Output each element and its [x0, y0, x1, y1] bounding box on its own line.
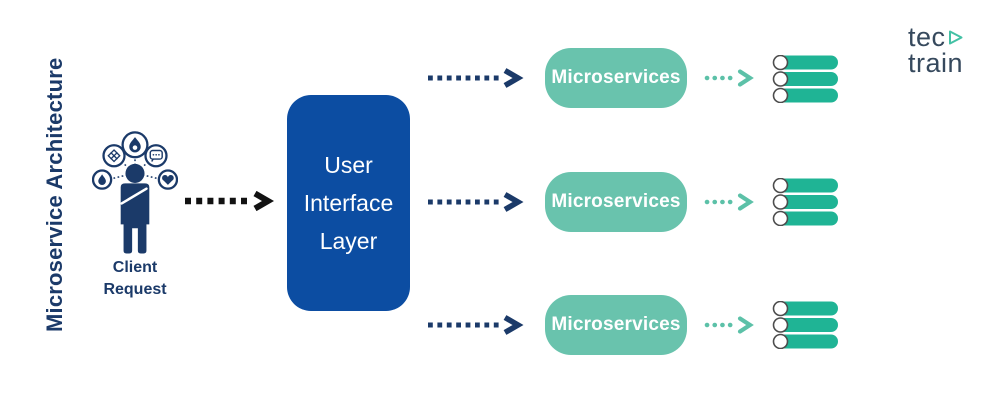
client-request-line1: Client [112, 259, 158, 276]
thinking-person-icon [92, 131, 178, 254]
ms-to-output-arrow-middle [704, 193, 754, 211]
list-bars-icon-top [772, 55, 838, 103]
microservices-label: Microservices [551, 314, 681, 335]
logo-line1: tec [908, 22, 946, 52]
client-to-ui-arrow [185, 190, 275, 212]
ui-to-ms-arrow-top [428, 68, 524, 88]
ui-to-ms-arrow-bottom [428, 315, 524, 335]
microservices-label: Microservices [551, 191, 681, 212]
client-request-label: Client Request [75, 257, 195, 301]
ui-layer-line1: User [324, 152, 373, 178]
ui-layer-line2: Interface [303, 190, 394, 216]
tectrain-logo: tec train [908, 22, 964, 78]
microservices-box-middle: Microservices [545, 172, 687, 232]
microservices-box-top: Microservices [545, 48, 687, 108]
list-bars-icon-bottom [772, 301, 838, 349]
list-bars-icon-middle [772, 178, 838, 226]
microservices-box-bottom: Microservices [545, 295, 687, 355]
logo-line2: train [908, 48, 964, 78]
user-interface-layer-box: User Interface Layer [287, 95, 410, 311]
diagram-title: Microservice Architecture [42, 57, 67, 332]
client-request-line2: Request [103, 281, 167, 298]
ms-to-output-arrow-bottom [704, 316, 754, 334]
ui-to-ms-arrow-middle [428, 192, 524, 212]
play-triangle-icon [948, 30, 963, 44]
ui-layer-line3: Layer [319, 228, 378, 254]
ms-to-output-arrow-top [704, 69, 754, 87]
microservices-label: Microservices [551, 67, 681, 88]
